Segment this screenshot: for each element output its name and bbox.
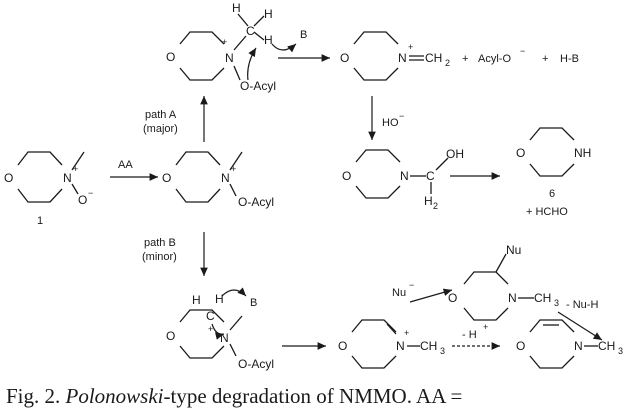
nu-h-elimination-arrow: - Nu-H: [557, 299, 603, 341]
plus-charge: +: [231, 164, 236, 174]
caption-prefix: Fig. 2.: [6, 384, 66, 408]
base-b-top: B: [300, 29, 307, 41]
path-b-arrow: path B (minor): [142, 232, 208, 276]
subscript-3: 3: [440, 346, 445, 356]
hydrogen-atom-1: H: [192, 293, 201, 307]
compound-number-1: 1: [37, 215, 43, 227]
acyl-o-minus-label: Acyl-O: [478, 53, 511, 65]
nucleophile-adduct: O Nu N CH 3: [448, 243, 559, 321]
oxygen-atom: O: [338, 339, 347, 353]
minus-h-plus-label: - H: [462, 329, 477, 341]
nitrogen-atom: N: [400, 169, 409, 183]
nitrogen-atom: N: [221, 171, 230, 185]
oxygen-atom: O: [342, 169, 351, 183]
carbon-atom: C: [246, 24, 255, 38]
carbon-atom: C: [206, 309, 215, 323]
plus-charge: +: [73, 164, 78, 174]
nh-group: NH: [574, 146, 591, 160]
compound-number-6: 6: [549, 188, 555, 200]
enamine-product: O N CH 3: [516, 319, 623, 369]
ring-iminium-ion: O N + CH 3: [338, 319, 445, 369]
plus-charge: +: [208, 324, 213, 334]
nucleophile-arrow: Nu −: [392, 280, 453, 303]
oxide-oxygen: O: [78, 193, 87, 207]
oxygen-atom: O: [4, 171, 13, 185]
methyl-group: CH: [534, 291, 551, 305]
subscript-2: 2: [445, 58, 450, 68]
nitrogen-atom: N: [574, 339, 583, 353]
path-a-major-label: (major): [143, 123, 178, 135]
iminium-ion: O N + CH 2 + Acyl-O − + H-B: [340, 31, 579, 81]
oxygen-atom: O: [448, 291, 457, 305]
top-intermediate-methyl-abstraction: O N + C H H H B O-Acyl: [166, 1, 307, 93]
subscript-3: 3: [554, 298, 559, 308]
ho-minus-label: HO: [382, 117, 399, 129]
oxygen-atom: O: [516, 339, 525, 353]
hydrogen-atom-2: H: [264, 7, 273, 21]
oxygen-atom: O: [516, 146, 525, 160]
aa-label: AA: [118, 159, 133, 171]
oxygen-atom: O: [166, 329, 175, 343]
methyl-group: CH: [598, 339, 615, 353]
caption-italic-name: Polonowski: [65, 384, 164, 408]
bottom-intermediate-ring-abstraction: O C H H B + N O-Acyl: [166, 287, 274, 371]
plus-hcho-label: + HCHO: [526, 206, 568, 218]
carbon-atom: C: [426, 169, 435, 183]
o-acyl-group: O-Acyl: [240, 79, 276, 93]
hemiaminal-intermediate: O N C OH H 2: [342, 147, 464, 211]
h-b-label: H-B: [560, 53, 579, 65]
deprotonation-arrow: - H +: [452, 322, 500, 350]
plus-charge: +: [404, 328, 409, 338]
nu-minus-label: Nu: [392, 287, 406, 299]
compound-1-nmmo: O N + O − 1: [4, 151, 93, 227]
figure-caption: Fig. 2. Polonowski-type degradation of N…: [6, 384, 462, 408]
subscript-2: 2: [433, 201, 438, 211]
nitrogen-atom: N: [63, 171, 72, 185]
oxygen-atom: O: [340, 51, 349, 65]
o-acyl-group: O-Acyl: [238, 195, 274, 209]
minus-nu-h-label: - Nu-H: [566, 299, 598, 311]
oxygen-atom: O: [162, 171, 171, 185]
hydrogen-atom-2: H: [215, 292, 224, 306]
nitrogen-atom: N: [398, 51, 407, 65]
hydrogen-atom-3: H: [264, 33, 273, 47]
base-b-bottom: B: [250, 297, 257, 309]
hydroxyl-group: OH: [446, 147, 464, 161]
plus-charge: +: [222, 37, 227, 47]
nitrogen-atom: N: [225, 51, 234, 65]
methyl-group: CH: [420, 339, 437, 353]
nitrogen-atom: N: [396, 339, 405, 353]
oxygen-atom: O: [166, 50, 175, 64]
path-a-arrow: path A (major): [143, 96, 208, 142]
path-a-label: path A: [145, 109, 177, 121]
aa-arrow: AA: [110, 159, 158, 181]
methylene-group: CH: [425, 51, 442, 65]
acyloxy-ammonium-intermediate: O N + O-Acyl: [162, 151, 274, 209]
caption-suffix: -type degradation of NMMO. AA =: [164, 384, 463, 408]
plus-sign-1: +: [462, 53, 468, 65]
minus-charge: −: [409, 280, 414, 290]
hydroxide-arrow: HO −: [368, 96, 404, 140]
path-b-minor-label: (minor): [142, 251, 177, 263]
o-acyl-group: O-Acyl: [238, 357, 274, 371]
morpholine-compound-6: O NH 6 + HCHO: [516, 127, 591, 218]
plus-sign-2: +: [542, 53, 548, 65]
minus-charge: −: [399, 111, 404, 121]
minus-charge: −: [88, 188, 93, 198]
plus-charge: +: [408, 42, 413, 52]
nu-group: Nu: [506, 243, 521, 257]
nitrogen-atom: N: [508, 291, 517, 305]
plus-charge: +: [483, 322, 488, 332]
nitrogen-atom: N: [220, 331, 229, 345]
subscript-3: 3: [618, 346, 623, 356]
minus-charge: −: [520, 46, 525, 56]
path-b-label: path B: [144, 237, 176, 249]
hydrogen-atom-1: H: [232, 1, 241, 15]
hydrogen-atom: H: [424, 194, 433, 208]
